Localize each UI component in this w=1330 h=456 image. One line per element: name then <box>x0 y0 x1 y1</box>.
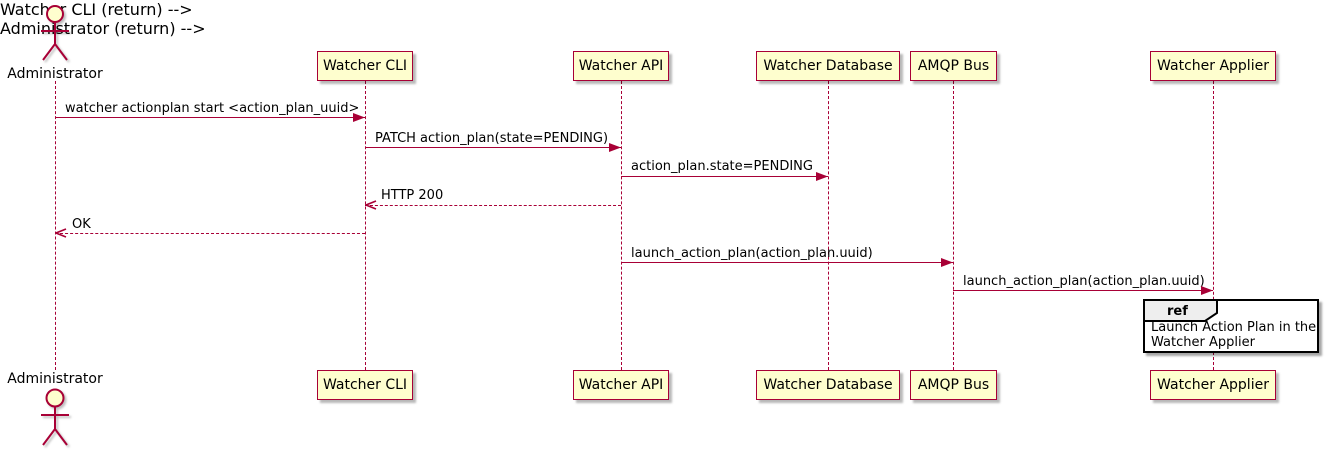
participant-label: Watcher API <box>578 377 664 393</box>
arrowhead-right-icon <box>1201 286 1213 295</box>
message-label: launch_action_plan(action_plan.uuid) <box>631 246 873 261</box>
message-line <box>55 233 365 234</box>
participant-top-watcher-applier: Watcher Applier <box>1150 51 1276 81</box>
arrowhead-left-open-icon <box>55 228 67 238</box>
arrowhead-left-open-icon <box>365 200 377 210</box>
actor-label-bottom: Administrator <box>7 371 103 387</box>
ref-text: Launch Action Plan in the Watcher Applie… <box>1151 320 1317 350</box>
lifeline-administrator <box>55 81 56 370</box>
message-label: PATCH action_plan(state=PENDING) <box>375 131 609 146</box>
message-line <box>621 262 953 263</box>
message-line <box>953 290 1213 291</box>
arrowhead-right-icon <box>941 258 953 267</box>
participant-label: Watcher CLI <box>322 377 408 393</box>
actor-figure-icon <box>41 388 69 446</box>
arrowhead-right-icon <box>353 113 365 122</box>
participant-bottom-watcher-api: Watcher API <box>573 370 669 400</box>
message-label: action_plan.state=PENDING <box>631 159 813 174</box>
message-label: launch_action_plan(action_plan.uuid) <box>963 274 1205 289</box>
participant-top-watcher-cli: Watcher CLI <box>317 51 413 81</box>
arrowhead-right-icon <box>816 172 828 181</box>
participant-label: Watcher Applier <box>1157 377 1269 393</box>
actor-figure-icon <box>41 5 69 61</box>
participant-bottom-watcher-applier: Watcher Applier <box>1150 370 1276 400</box>
participant-bottom-amqp-bus: AMQP Bus <box>910 370 997 400</box>
lifeline-watcher-api <box>621 81 622 370</box>
participant-label: AMQP Bus <box>917 377 990 393</box>
participant-bottom-watcher-cli: Watcher CLI <box>317 370 413 400</box>
message-line <box>55 117 365 118</box>
participant-top-watcher-api: Watcher API <box>573 51 669 81</box>
ref-tag-pentagon-icon: ref <box>1143 299 1218 322</box>
message-line <box>365 147 621 148</box>
message-label: watcher actionplan start <action_plan_uu… <box>65 101 360 116</box>
message-line <box>621 176 828 177</box>
lifeline-watcher-applier <box>1213 81 1214 370</box>
participant-bottom-watcher-database: Watcher Database <box>756 370 900 400</box>
message-label: HTTP 200 <box>381 188 444 203</box>
lifeline-watcher-database <box>828 81 829 370</box>
participant-label: Watcher Database <box>763 377 893 393</box>
participant-top-amqp-bus: AMQP Bus <box>910 51 997 81</box>
arrowhead-right-icon <box>609 143 621 152</box>
participant-label: Watcher API <box>578 58 664 74</box>
participant-label: AMQP Bus <box>917 58 990 74</box>
ref-tag-label: ref <box>1167 304 1188 319</box>
participant-label: Watcher Database <box>763 58 893 74</box>
message-label: OK <box>72 217 91 232</box>
ref-fragment: ref Launch Action Plan in the Watcher Ap… <box>1143 299 1319 353</box>
message-line <box>365 205 621 206</box>
participant-top-watcher-database: Watcher Database <box>756 51 900 81</box>
lifeline-amqp-bus <box>953 81 954 370</box>
participant-label: Watcher CLI <box>322 58 408 74</box>
lifeline-watcher-cli <box>365 81 366 370</box>
actor-label-top: Administrator <box>7 66 103 82</box>
participant-label: Watcher Applier <box>1157 58 1269 74</box>
